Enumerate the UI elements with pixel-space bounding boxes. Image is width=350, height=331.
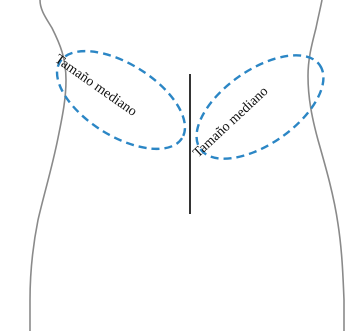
right-region-label: Tamaño mediano [190,84,271,161]
torso-outline-right [308,0,344,331]
left-region-label: Tamaño mediano [52,52,140,120]
torso-outline-left [30,0,66,331]
